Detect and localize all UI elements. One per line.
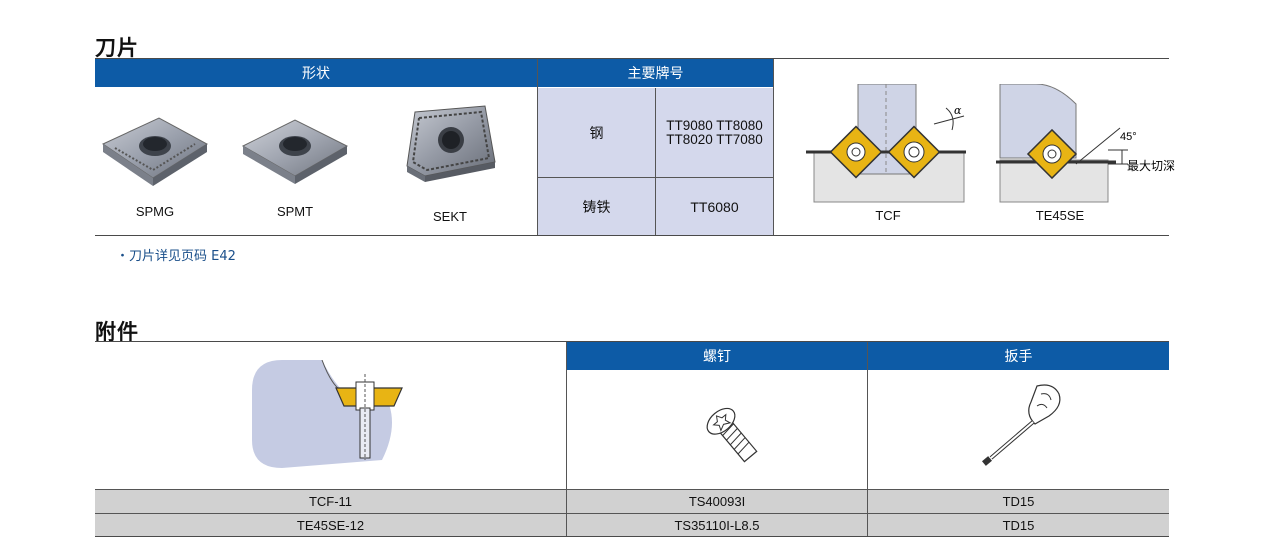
torx-wrench-icon — [982, 384, 1061, 466]
diagram-tcf: α TCF — [806, 83, 976, 234]
torx-screw-icon — [706, 407, 758, 463]
grade-steel-line2: TT8020 TT7080 — [666, 131, 763, 147]
screw-column-header: 螺钉 — [567, 342, 867, 370]
diagram-label-te45se: TE45SE — [1035, 208, 1085, 223]
grades-column-header: 主要牌号 — [538, 59, 773, 87]
wrench-column-header: 扳手 — [868, 342, 1169, 370]
te45se-angle-label: 45° — [1120, 131, 1137, 143]
holder-illustration — [252, 359, 422, 470]
holder-clamp-icon — [252, 359, 403, 468]
row2-screw: TS35110I-L8.5 — [674, 517, 760, 533]
tcf-diagram-icon: α — [806, 83, 966, 203]
accessory-row — [95, 490, 1169, 513]
diagram-label-tcf: TCF — [875, 208, 901, 223]
grade-material-cast-iron: 铸铁 — [582, 199, 611, 216]
inserts-bottom-rule — [95, 235, 1169, 236]
shape-label-spmt: SPMT — [276, 204, 314, 219]
row2-holder: TE45SE-12 — [296, 517, 365, 533]
wrench-illustration — [975, 380, 1075, 472]
row1-screw: TS40093I — [688, 494, 746, 509]
shape-label-spmg: SPMG — [135, 204, 175, 219]
tcf-alpha-label: α — [954, 104, 962, 117]
te45se-diagram-icon: 45° 最大切深 — [996, 83, 1175, 203]
grade-steel-line1: TT9080 TT8080 — [666, 117, 763, 133]
inserts-title-rule — [95, 58, 1169, 59]
shape-column-header: 形状 — [95, 59, 537, 87]
inserts-section-title: 刀片 — [95, 36, 139, 60]
row1-holder: TCF-11 — [308, 494, 353, 509]
inserts-page-note: ・刀片详见页码 E42 — [116, 249, 236, 264]
accessories-title-rule — [95, 341, 1169, 342]
grade-material-steel: 钢 — [589, 125, 604, 142]
accessories-section-title: 附件 — [95, 320, 139, 344]
shape-spmt: SPMT — [235, 88, 375, 234]
shape-label-sekt: SEKT — [433, 209, 467, 224]
grade-steel-values: TT9080 TT8080 TT8020 TT7080 — [656, 88, 773, 177]
accessories-bottom-rule — [95, 536, 1169, 537]
row2-wrench: TD15 — [1002, 517, 1035, 533]
te45se-depth-label: 最大切深 — [1127, 159, 1175, 173]
accessory-row — [95, 514, 1169, 536]
row1-wrench: TD15 — [1002, 494, 1035, 509]
shape-spmg: SPMG — [95, 88, 235, 234]
shape-sekt: SEKT — [390, 88, 537, 234]
spmg-insert-icon — [101, 117, 208, 186]
grade-cast-iron-values: TT6080 — [690, 198, 739, 215]
diagram-te45se: 45° 最大切深 TE45SE — [996, 83, 1186, 234]
screw-illustration — [690, 392, 770, 472]
spmt-insert-icon — [241, 119, 349, 184]
sekt-insert-icon — [406, 105, 496, 182]
